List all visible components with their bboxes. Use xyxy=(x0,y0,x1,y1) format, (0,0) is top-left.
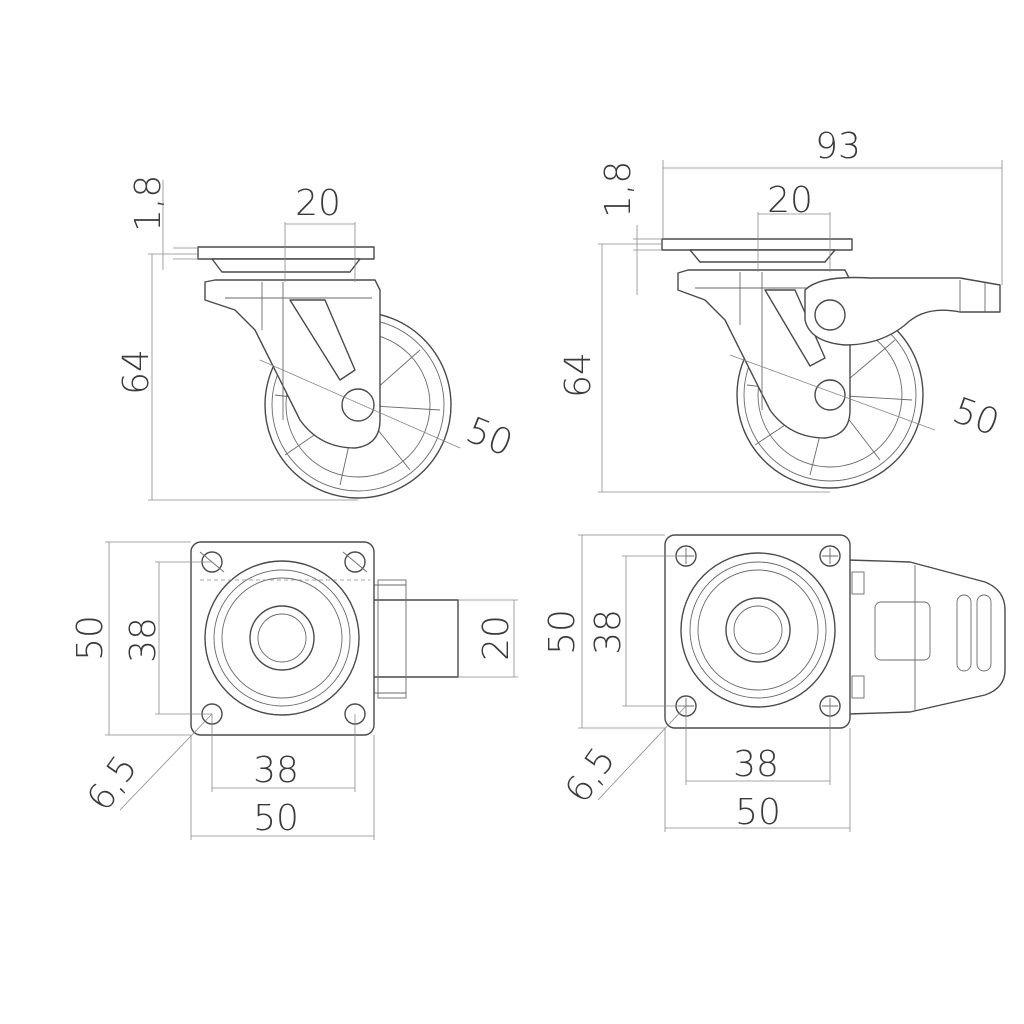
swivel-caster-side-view: 1,8 20 64 50 xyxy=(116,175,518,501)
view3-hole-spacing-vertical-label: 38 xyxy=(123,617,164,663)
mounting-hole-top-right xyxy=(819,545,841,567)
view4-plate-width-label: 50 xyxy=(735,792,781,833)
view1-wheel-diameter-label: 50 xyxy=(460,410,518,465)
view1-offset-label: 20 xyxy=(295,183,341,224)
view2-plate-thickness-label: 1,8 xyxy=(598,161,639,218)
view2-height-label: 64 xyxy=(558,352,599,398)
view2-overall-length-label: 93 xyxy=(815,126,861,167)
braked-caster-side-view: 93 1,8 20 64 50 xyxy=(558,126,1004,493)
view3-hole-diameter-label: 6,5 xyxy=(79,748,145,818)
view4-hole-diameter-label: 6,5 xyxy=(557,740,623,810)
swivel-caster-top-view: 50 38 20 6,5 38 50 xyxy=(70,541,518,840)
view3-plate-width-label: 50 xyxy=(253,798,299,839)
view3-wheel-width-label: 20 xyxy=(476,615,517,661)
view3-hole-spacing-horizontal-label: 38 xyxy=(253,750,299,791)
view3-plate-height-label: 50 xyxy=(70,615,111,661)
view4-hole-spacing-vertical-label: 38 xyxy=(588,609,629,655)
view2-offset-label: 20 xyxy=(767,180,813,221)
view1-height-label: 64 xyxy=(116,349,157,395)
braked-caster-top-view: 50 38 6,5 38 50 xyxy=(542,534,1006,833)
view1-plate-thickness-label: 1,8 xyxy=(128,175,169,232)
view4-hole-spacing-horizontal-label: 38 xyxy=(733,744,779,785)
view2-wheel-diameter-label: 50 xyxy=(947,390,1004,444)
view4-plate-height-label: 50 xyxy=(542,609,583,655)
